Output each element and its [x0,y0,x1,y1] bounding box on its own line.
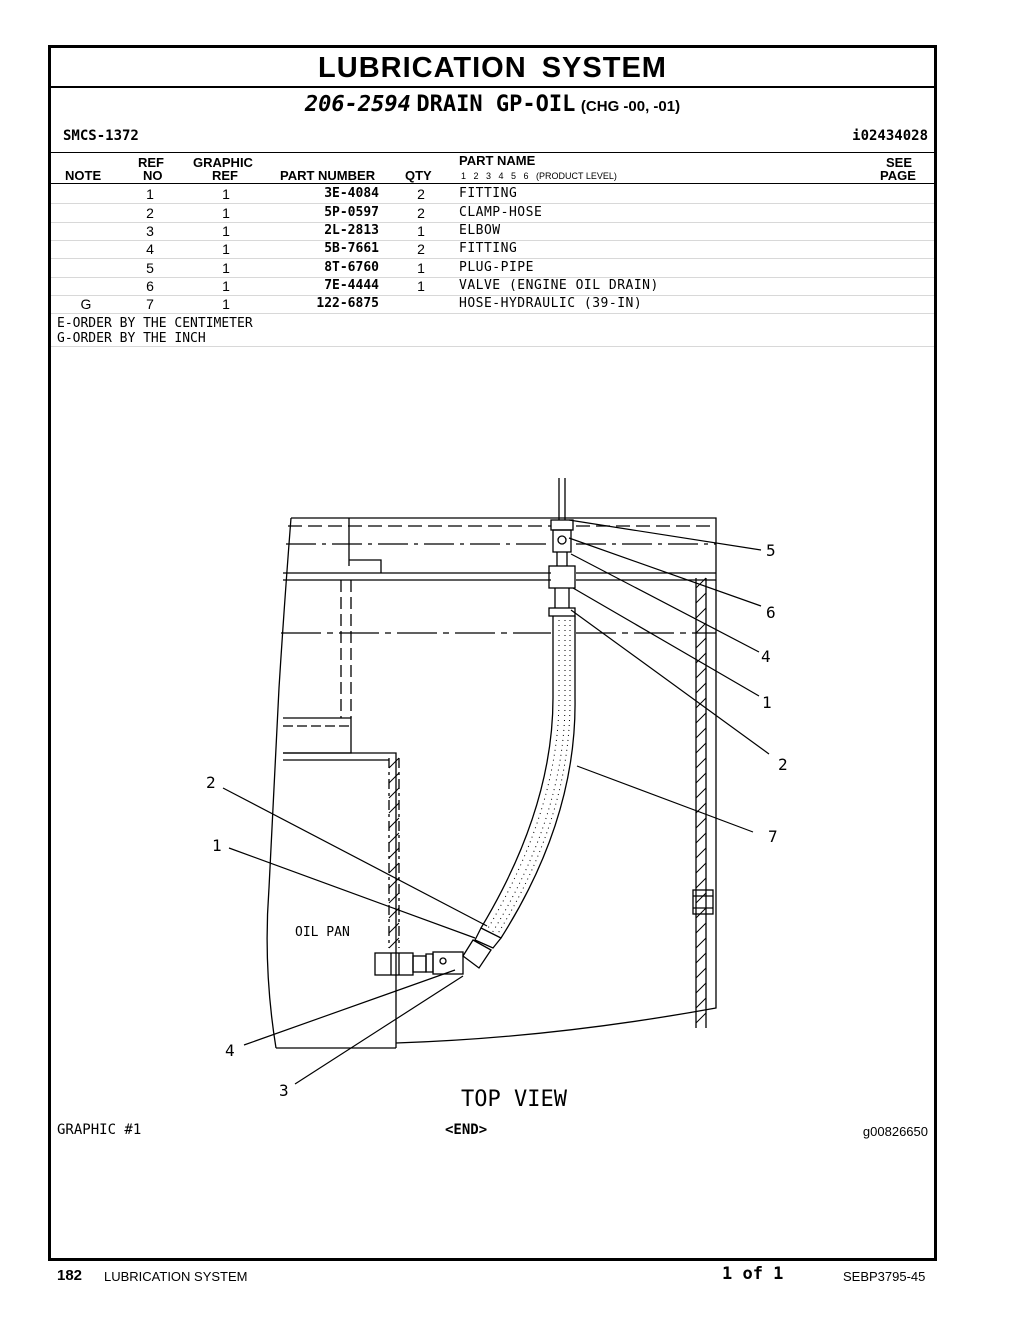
callout-4: 4 [761,647,771,666]
note-line: G-ORDER BY THE INCH [57,331,206,346]
catalog-page-frame: LUBRICATION SYSTEM 206-2594 DRAIN GP-OIL… [48,45,937,1261]
row-graphic-ref: 1 [222,223,230,239]
footer-page-of: 1 of 1 [722,1264,784,1284]
end-marker: <END> [445,1122,488,1138]
table-row: 5 1 8T-6760 1 PLUG-PIPE [51,259,934,278]
row-part-number[interactable]: 8T-6760 [324,260,379,275]
table-header-rule [51,183,934,184]
row-part-name: CLAMP-HOSE [459,205,543,220]
col-graphic-ref-bottom: REF [212,168,238,183]
table-row: 4 1 5B-7661 2 FITTING [51,240,934,259]
row-part-name: VALVE (ENGINE OIL DRAIN) [459,278,659,293]
col-part-name: PART NAME [459,153,536,168]
footer-page-number: 182 [57,1267,83,1284]
product-level-scale: 1 2 3 4 5 6 (PRODUCT LEVEL) [461,171,617,181]
row-graphic-ref: 1 [222,186,230,202]
col-ref-no-bottom: NO [143,168,163,183]
row-part-number[interactable]: 5B-7661 [324,241,379,256]
graphic-id: g00826650 [862,1124,928,1139]
row-note: G [80,296,92,312]
row-qty: 2 [417,186,425,202]
col-see-page-bottom: PAGE [880,168,916,183]
row-graphic-ref: 1 [222,241,230,257]
smcs-code: SMCS-1372 [63,128,139,144]
callout-5: 5 [766,541,776,560]
row-ref: 4 [146,241,154,257]
row-graphic-ref: 1 [222,205,230,221]
callout-1: 1 [762,693,772,712]
row-part-number[interactable]: 2L-2813 [324,223,379,238]
row-qty: 2 [417,241,425,257]
row-ref: 1 [146,186,154,202]
row-part-name: HOSE-HYDRAULIC (39-IN) [459,296,643,311]
row-part-name: FITTING [459,186,518,201]
change-level: (CHG -00, -01) [580,98,681,115]
row-ref: 7 [146,296,154,312]
footer-section: LUBRICATION SYSTEM [104,1269,248,1284]
row-part-name: FITTING [459,241,518,256]
row-part-name: ELBOW [459,223,501,238]
row-ref: 2 [146,205,154,221]
row-ref: 3 [146,223,154,239]
page-title: LUBRICATION SYSTEM [51,48,934,88]
row-part-name: PLUG-PIPE [459,260,534,275]
row-ref: 5 [146,260,154,276]
row-graphic-ref: 1 [222,296,230,312]
col-qty: QTY [405,168,432,183]
table-row: 1 1 3E-4084 2 FITTING [51,185,934,204]
row-part-number[interactable]: 7E-4444 [324,278,379,293]
part-group-number: 206-2594 [304,92,411,117]
col-part-number: PART NUMBER [280,168,376,183]
col-note: NOTE [65,168,102,183]
table-top-rule [51,152,934,153]
illustration-id: i02434028 [852,128,928,144]
callout-6: 6 [766,603,776,622]
note-line: E-ORDER BY THE CENTIMETER [57,316,253,331]
table-row: 3 1 2L-2813 1 ELBOW [51,222,934,241]
callout-left-2: 2 [206,773,216,792]
drain-group-drawing: 5 6 4 1 2 7 2 1 4 3 OIL PAN TOP VIEW [206,478,788,1112]
notes-rule [51,346,934,347]
col-graphic-ref-top: GRAPHIC [193,155,253,170]
table-row: 2 1 5P-0597 2 CLAMP-HOSE [51,204,934,223]
row-graphic-ref: 1 [222,260,230,276]
callout-7: 7 [768,827,778,846]
footer-document-number: SEBP3795-45 [843,1269,926,1284]
table-row: G 7 1 122-6875 HOSE-HYDRAULIC (39-IN) [51,295,934,314]
row-part-number[interactable]: 122-6875 [316,296,379,311]
row-qty: 1 [417,278,425,294]
callout-left-3: 3 [279,1081,289,1100]
part-group-heading: 206-2594 DRAIN GP-OIL (CHG -00, -01) [51,92,934,117]
col-ref-no-top: REF [138,155,164,170]
col-see-page-top: SEE [886,155,913,170]
row-part-number[interactable]: 5P-0597 [324,205,379,220]
graphic-label: GRAPHIC #1 [57,1122,142,1138]
row-qty: 1 [417,260,425,276]
row-ref: 6 [146,278,154,294]
row-part-number[interactable]: 3E-4084 [324,186,379,201]
row-graphic-ref: 1 [222,278,230,294]
oil-pan-label: OIL PAN [295,925,350,940]
row-qty: 1 [417,223,425,239]
table-row: 6 1 7E-4444 1 VALVE (ENGINE OIL DRAIN) [51,277,934,296]
callout-left-4: 4 [225,1041,235,1060]
order-notes: E-ORDER BY THE CENTIMETER G-ORDER BY THE… [57,316,253,346]
row-qty: 2 [417,205,425,221]
view-label: TOP VIEW [461,1087,568,1112]
part-group-name: DRAIN GP-OIL [416,92,576,117]
callout-left-1: 1 [212,836,222,855]
callout-2: 2 [778,755,788,774]
